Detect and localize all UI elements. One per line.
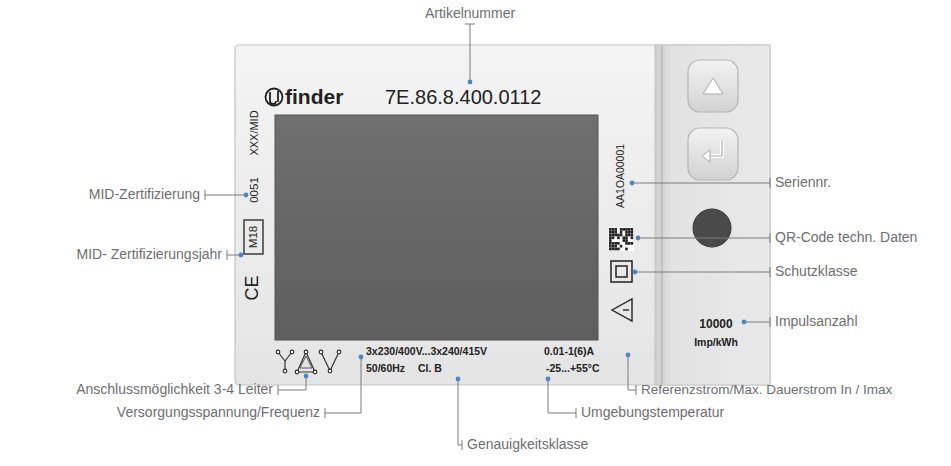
callout-label: MID-Zertifizierung xyxy=(89,187,200,202)
connection-symbols xyxy=(276,350,341,374)
mid-year-box xyxy=(244,220,263,254)
mid-certificate: XXX/MID xyxy=(248,110,260,155)
notified-body-number: 0051 xyxy=(248,177,261,203)
brand-logo: finder xyxy=(285,85,343,108)
article-number: 7E.86.8.400.0112 xyxy=(385,86,541,108)
supply-voltage: 3x230/400V...3x240/415V xyxy=(366,346,487,358)
mid-year: M18 xyxy=(247,226,260,248)
callout-label: MID- Zertifizierungsjahr xyxy=(77,247,222,262)
callout-label: Umgebungstemperatur xyxy=(581,405,724,420)
warning-triangle xyxy=(612,299,632,321)
callout-label: Versorgungsspannung/Frequenz xyxy=(117,405,320,420)
current-rating: 0.01-1(6)A xyxy=(544,346,594,358)
callout-label: Schutzklasse xyxy=(775,264,857,279)
enter-button xyxy=(688,128,738,180)
meter-housing xyxy=(235,45,770,385)
pulse-unit: Imp/kWh xyxy=(694,337,738,349)
callout-label: Anschlussmöglichkeit 3-4 Leiter xyxy=(76,382,273,397)
panel-groove xyxy=(661,46,663,384)
ce-mark: CE xyxy=(243,275,263,300)
callout-label: Impulsanzahl xyxy=(775,314,858,329)
pulse-led xyxy=(693,209,731,247)
temperature-range: -25...+55°C xyxy=(546,363,600,375)
up-button xyxy=(688,60,738,112)
finder-logo-symbol xyxy=(266,89,283,106)
protection-class-symbol xyxy=(611,261,632,282)
callout-label: Seriennr. xyxy=(775,175,831,190)
callout-label: QR-Code techn. Daten xyxy=(775,230,917,245)
frequency: 50/60Hz xyxy=(366,363,405,375)
callout-label: Artikelnummer xyxy=(425,6,515,21)
callout-label: Genauigkeitsklasse xyxy=(467,437,588,452)
qr-code xyxy=(608,227,634,251)
button-panel xyxy=(655,45,770,385)
qr-code-modules xyxy=(609,228,633,250)
pulse-count: 10000 xyxy=(699,318,732,331)
accuracy-class: Cl. B xyxy=(418,363,442,375)
leader-dots xyxy=(239,80,747,382)
callout-label: Referenzstrom/Max. Dauerstrom In / Imax xyxy=(641,383,892,398)
lcd-display xyxy=(275,115,598,340)
serial-number: AA1OA00001 xyxy=(615,144,627,208)
